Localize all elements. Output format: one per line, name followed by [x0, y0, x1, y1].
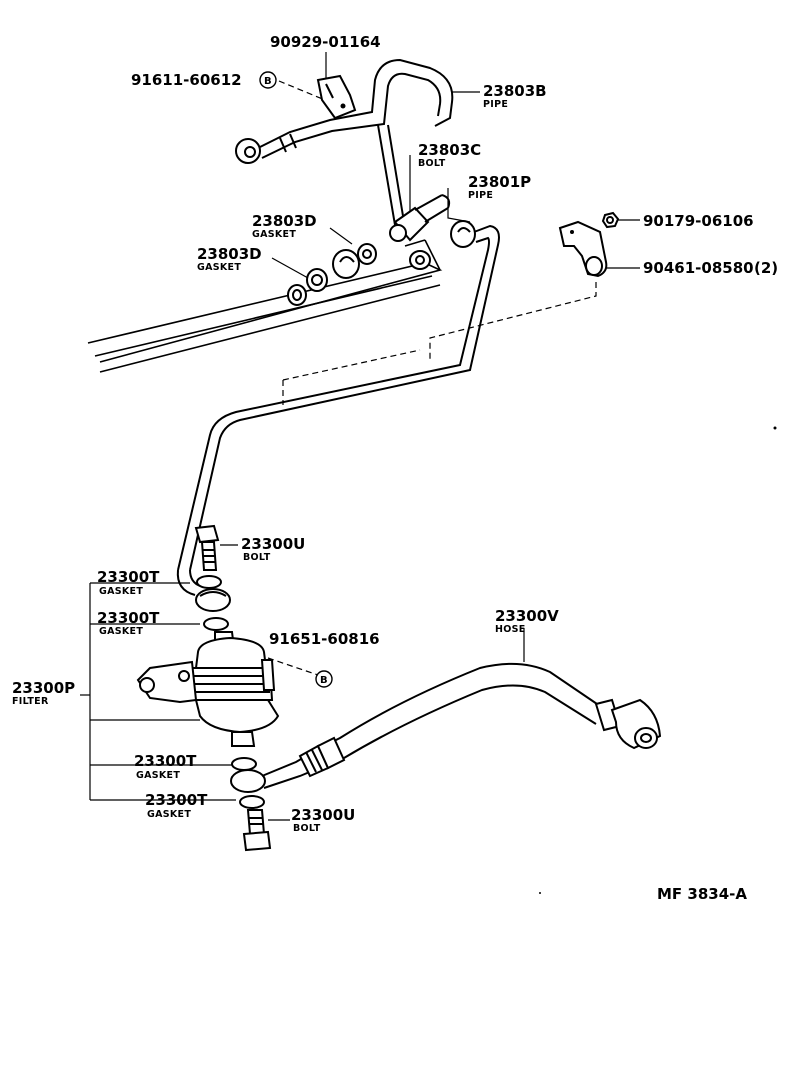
label-23300u-1: 23300U — [241, 535, 305, 553]
leader-lines — [80, 52, 640, 821]
scan-dot — [539, 892, 541, 894]
fuel-filter-23300p — [136, 631, 280, 747]
label-23300v: 23300V — [495, 607, 559, 625]
bracket-90461-08580 — [558, 211, 620, 278]
desc-23801p: PIPE — [468, 190, 493, 201]
gasket-23300t-1 — [196, 575, 222, 589]
hose-23300v — [230, 662, 662, 793]
desc-23300v: HOSE — [495, 624, 526, 635]
desc-23300u-2: BOLT — [293, 823, 321, 834]
label-23300t-4: 23300T — [145, 791, 208, 809]
label-90929-01164: 90929-01164 — [270, 33, 381, 51]
desc-23300p: FILTER — [12, 696, 49, 707]
label-23300u-2: 23300U — [291, 806, 355, 824]
label-23803b: 23803B — [483, 82, 547, 100]
label-23801p: 23801P — [468, 173, 531, 191]
dashed-leaders — [267, 80, 597, 676]
desc-23300t-2: GASKET — [99, 626, 143, 637]
circle-b-mark — [259, 71, 277, 89]
gaskets-23803d — [306, 243, 377, 292]
label-90179-06106: 90179-06106 — [643, 212, 754, 230]
diagram-code: MF 3834-A — [657, 885, 747, 903]
bolt-23803c — [389, 194, 451, 242]
gasket-23300t-3 — [231, 757, 257, 771]
label-23803d-2: 23803D — [197, 245, 262, 263]
mark-b-1: B — [264, 76, 272, 87]
desc-23803d-2: GASKET — [197, 262, 241, 273]
desc-23300u-1: BOLT — [243, 552, 271, 563]
desc-23300t-3: GASKET — [136, 770, 180, 781]
label-91611-60612: 91611-60612 — [131, 71, 242, 89]
label-23300t-1: 23300T — [97, 568, 160, 586]
desc-23300t-1: GASKET — [99, 586, 143, 597]
desc-23803b: PIPE — [483, 99, 508, 110]
labels: 90929-01164 91611-60612 B 23803B PIPE 23… — [12, 33, 778, 903]
label-23803d-1: 23803D — [252, 212, 317, 230]
clamp-90929-01164 — [316, 74, 357, 120]
bolt-23300u-upper — [194, 524, 220, 571]
scan-dot — [773, 426, 777, 430]
qty-90461-08580: (2) — [754, 259, 778, 277]
label-23300t-3: 23300T — [134, 752, 197, 770]
pipe-23803b — [235, 58, 454, 226]
desc-23803d-1: GASKET — [252, 229, 296, 240]
gasket-23300t-2 — [203, 617, 229, 631]
desc-23300t-4: GASKET — [147, 809, 191, 820]
bolt-23300u-lower — [242, 809, 272, 852]
circle-b-mark-2 — [315, 670, 333, 688]
label-23300t-2: 23300T — [97, 609, 160, 627]
banjo-union — [195, 588, 231, 612]
label-23803c: 23803C — [418, 141, 481, 159]
desc-23803c: BOLT — [418, 158, 446, 169]
label-90461-08580: 90461-08580 — [643, 259, 754, 277]
gasket-23300t-4 — [239, 795, 265, 809]
label-23300p: 23300P — [12, 679, 75, 697]
pipe-23801p — [176, 220, 500, 596]
label-91651-60816: 91651-60816 — [269, 630, 380, 648]
mark-b-2: B — [320, 675, 328, 686]
fuel-rail — [87, 239, 443, 373]
